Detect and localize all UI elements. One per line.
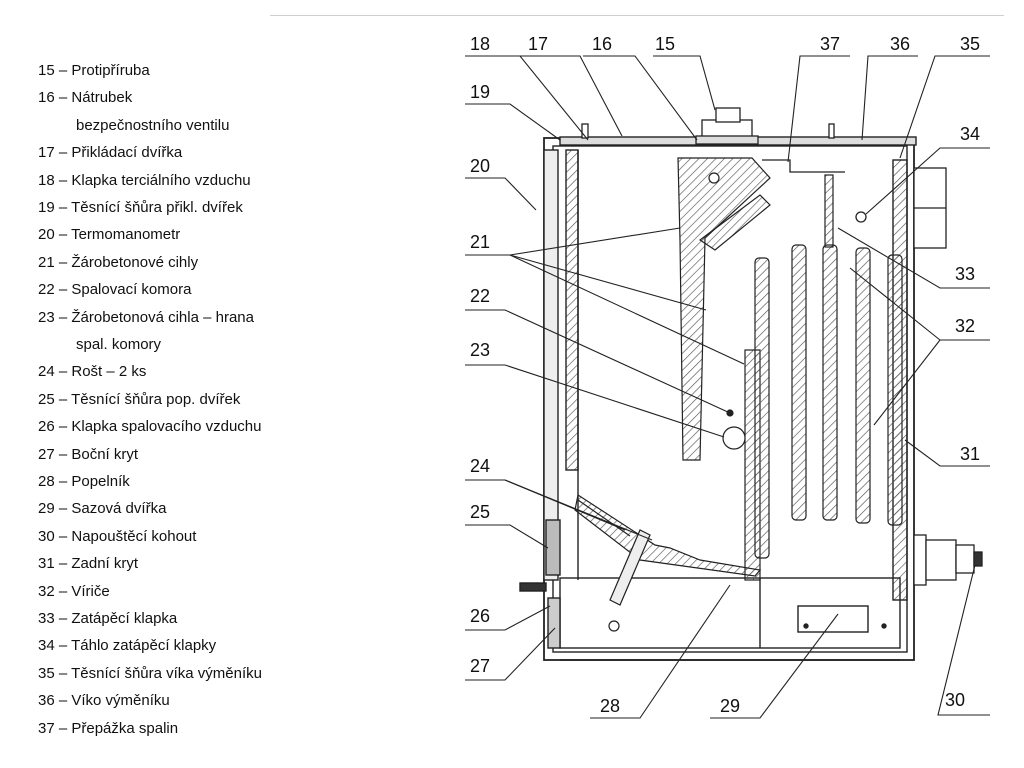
callout-29: 29 — [720, 696, 740, 716]
header-divider — [270, 15, 1004, 16]
callout-25: 25 — [470, 502, 490, 522]
legend-item-label: 21 – Žárobetonové cihly — [38, 253, 199, 271]
legend-item: 27 – Boční kryt — [38, 442, 138, 468]
legend-item: 18 – Klapka terciálního vzduchu — [38, 168, 251, 194]
flue-baffles — [754, 174, 903, 559]
legend-item-label: 20 – Termomanometr — [38, 226, 181, 244]
legend-item: 30 – Napouštěcí kohout — [38, 524, 196, 550]
legend-item: 24 – Rošt – 2 ks — [38, 359, 146, 385]
callout-16: 16 — [592, 34, 612, 54]
legend-item-label: 37 – Přepážka spalin — [38, 719, 179, 737]
legend-item: 33 – Zatápěcí klapka — [38, 606, 177, 632]
legend-item-label: 19 – Těsnící šňůra přikl. dvířek — [38, 199, 243, 216]
legend-item: bezpečnostního ventilu — [38, 113, 229, 139]
legend-item-label: 25 – Těsnící šňůra pop. dvířek — [38, 390, 241, 408]
callout-19: 19 — [470, 82, 490, 102]
legend-item-label: 18 – Klapka terciálního vzduchu — [38, 171, 251, 189]
legend-item: 37 – Přepážka spalin — [38, 716, 178, 742]
callout-32: 32 — [955, 316, 975, 336]
callout-35: 35 — [960, 34, 980, 54]
callout-27: 27 — [470, 656, 490, 676]
top-fittings — [581, 107, 947, 249]
callout-28: 28 — [600, 696, 620, 716]
callout-31: 31 — [960, 444, 980, 464]
legend-item: 32 – Víriče — [38, 579, 110, 605]
callout-33: 33 — [955, 264, 975, 284]
legend-item-label: 31 – Zadní kryt — [38, 555, 139, 573]
legend-item: 19 – Těsnící šňůra přikl. dvířek — [38, 195, 243, 221]
legend-item-label: 35 – Těsnící šňůra víka výměníku — [38, 664, 262, 682]
legend-item: 22 – Spalovací komora — [38, 277, 191, 303]
legend-item-label: 27 – Boční kryt — [38, 445, 139, 463]
legend-item-label: 30 – Napouštěcí kohout — [38, 527, 197, 545]
callout-18: 18 — [470, 34, 490, 54]
legend-item: 35 – Těsnící šňůra víka výměníku — [38, 661, 262, 687]
legend-item: 34 – Táhlo zatápěcí klapky — [38, 633, 216, 659]
legend-item: 17 – Přikládací dvířka — [38, 140, 182, 166]
callout-17: 17 — [528, 34, 548, 54]
legend-item-label: 22 – Spalovací komora — [38, 281, 192, 299]
legend-item-label: 15 – Protipříruba — [38, 62, 150, 79]
legend-item-label: 26 – Klapka spalovacího vzduchu — [38, 418, 262, 436]
legend-item: 36 – Víko výměníku — [38, 688, 170, 714]
callout-37: 37 — [820, 34, 840, 54]
grate-and-ashpan — [574, 494, 762, 632]
legend-item-label: 29 – Sazová dvířka — [38, 500, 167, 518]
legend-item-label: 23 – Žárobetonová cihla – hrana — [38, 308, 254, 326]
legend-item: 16 – Nátrubek — [38, 85, 132, 111]
legend-item-continuation: bezpečnostního ventilu — [76, 116, 230, 134]
callout-24: 24 — [470, 456, 490, 476]
legend-item: spal. komory — [38, 332, 161, 358]
legend-item-label: 17 – Přikládací dvířka — [38, 144, 183, 162]
legend-item: 21 – Žárobetonové cihly — [38, 250, 198, 276]
callout-15: 15 — [655, 34, 675, 54]
callout-26: 26 — [470, 606, 490, 626]
drain-valve — [913, 534, 983, 586]
callout-23: 23 — [470, 340, 490, 360]
legend-item: 28 – Popelník — [38, 469, 130, 495]
legend-item-label: 34 – Táhlo zatápěcí klapky — [38, 637, 217, 655]
legend-item: 23 – Žárobetonová cihla – hrana — [38, 305, 254, 331]
callout-36: 36 — [890, 34, 910, 54]
legend-item: 20 – Termomanometr — [38, 222, 180, 248]
callout-22: 22 — [470, 286, 490, 306]
callout-34: 34 — [960, 124, 980, 144]
legend-item-label: 24 – Rošt – 2 ks — [38, 363, 147, 381]
legend-item-label: 28 – Popelník — [38, 473, 130, 490]
legend-item: 31 – Zadní kryt — [38, 551, 138, 577]
legend-item-label: 33 – Zatápěcí klapka — [38, 610, 178, 627]
callout-30: 30 — [945, 690, 965, 710]
callout-21: 21 — [470, 232, 490, 252]
legend-item: 26 – Klapka spalovacího vzduchu — [38, 414, 261, 440]
legend-item-label: 32 – Víriče — [38, 582, 110, 600]
legend-item: 15 – Protipříruba — [38, 58, 150, 84]
callout-labels: 18 17 16 15 37 36 35 19 20 21 22 23 24 2… — [470, 34, 980, 716]
legend-item-label: 16 – Nátrubek — [38, 89, 133, 107]
legend-item: 29 – Sazová dvířka — [38, 496, 166, 522]
legend-item-continuation: spal. komory — [76, 336, 162, 353]
leader-lines — [465, 55, 990, 719]
callout-20: 20 — [470, 156, 490, 176]
legend-item-label: 36 – Víko výměníku — [38, 692, 170, 710]
legend-item: 25 – Těsnící šňůra pop. dvířek — [38, 387, 240, 413]
